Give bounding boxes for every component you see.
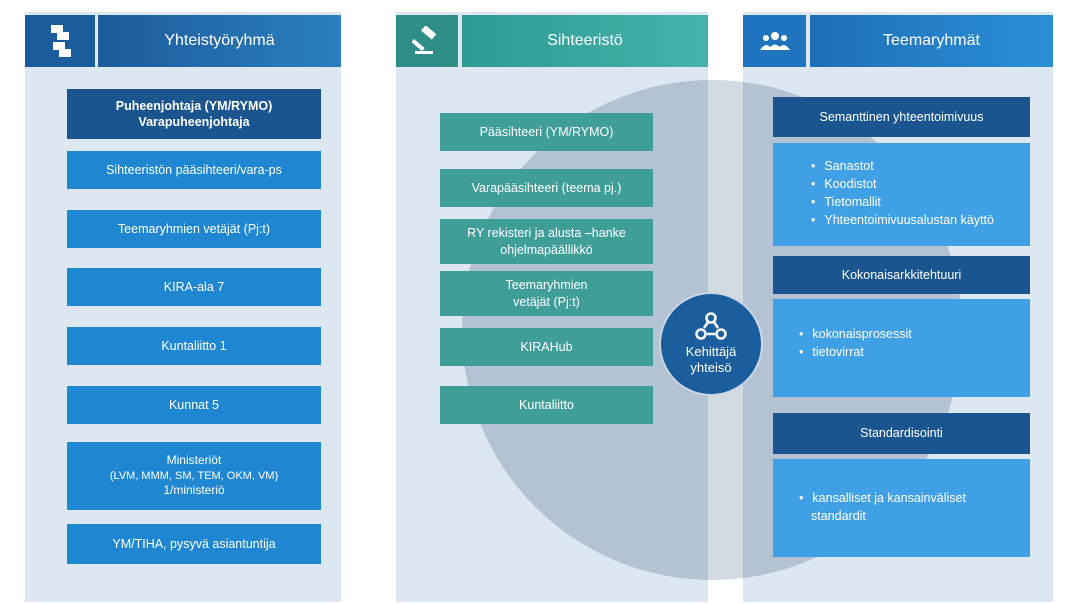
mid-box-varapaasihteeri: Varapääsihteeri (teema pj.) [440, 169, 653, 207]
teemaryhmat-title: Teemaryhmät [883, 32, 980, 49]
mid-box-paasihteeri: Pääsihteeri (YM/RYMO) [440, 113, 653, 151]
puzzle-icon [51, 25, 71, 57]
mid-box-line: vetäjät (Pj:t) [513, 294, 580, 309]
list-item: Koodistot [811, 175, 1020, 193]
mid-box-line: Varapääsihteeri (teema pj.) [471, 180, 622, 195]
mid-box-line: Teemaryhmien [505, 278, 588, 293]
left-box-line: Varapuheenjohtaja [138, 115, 250, 129]
middle-header-icon-box [396, 15, 458, 67]
bullet-list: kansalliset ja kansainväliset standardit [787, 489, 1018, 525]
left-box-line: YM/TIHA, pysyvä asiantuntija [112, 536, 276, 551]
list-item: kokonaisprosessit [799, 325, 1020, 343]
left-box-teemaryhmien-vetajat: Teemaryhmien vetäjät (Pj:t) [67, 210, 321, 248]
group-icon [759, 32, 790, 50]
left-box-line: Puheenjohtaja (YM/RYMO) [115, 98, 273, 113]
left-box-line: 1/ministeriö [163, 483, 225, 498]
left-box-sihteeriston-paasihteeri: Sihteeristön pääsihteeri/vara-ps [67, 151, 321, 189]
right-heading-semanttinen: Semanttinen yhteentoimivuus [773, 97, 1030, 137]
right-header-title: Teemaryhmät [810, 15, 1053, 67]
mid-box-line: KIRAHub [520, 339, 573, 354]
list-item: kansalliset ja kansainväliset standardit [799, 489, 1018, 525]
right-list-semanttinen: Sanastot Koodistot Tietomallit Yhteentoi… [773, 143, 1030, 246]
center-line: yhteisö [690, 360, 732, 375]
left-box-line: Kunnat 5 [168, 397, 220, 412]
right-heading-text: Kokonaisarkkitehtuuri [841, 267, 962, 282]
left-box-line: KIRA-ala 7 [163, 279, 225, 294]
sihteeristo-title: Sihteeristö [547, 32, 623, 49]
left-box-line: Kuntaliitto 1 [161, 338, 227, 353]
network-people-icon [695, 312, 727, 340]
left-box-kuntaliitto: Kuntaliitto 1 [67, 327, 321, 365]
right-heading-kokonaisarkkitehtuuri: Kokonaisarkkitehtuuri [773, 256, 1030, 294]
left-box-ministeriot: Ministeriöt(LVM, MMM, SM, TEM, OKM, VM)1… [67, 442, 321, 510]
middle-header-title: Sihteeristö [462, 15, 708, 67]
yhteistyoryhma-title: Yhteistyöryhmä [164, 32, 275, 49]
mid-box-kuntaliitto: Kuntaliitto [440, 386, 653, 424]
bullet-list: kokonaisprosessit tietovirrat [787, 325, 1020, 361]
left-box-line: Sihteeristön pääsihteeri/vara-ps [106, 162, 282, 177]
left-header-icon-box [25, 15, 95, 67]
right-header-icon-box [743, 15, 806, 67]
left-box-kira-ala: KIRA-ala 7 [67, 268, 321, 306]
right-heading-standardisointi: Standardisointi [773, 413, 1030, 454]
right-heading-text: Standardisointi [860, 426, 943, 441]
mid-box-line: Kuntaliitto [519, 397, 574, 412]
center-line: Kehittäjä [685, 343, 737, 359]
list-item: Sanastot [811, 157, 1020, 175]
left-box-kunnat: Kunnat 5 [67, 386, 321, 424]
mid-box-line: ohjelmapäällikkö [500, 242, 593, 257]
left-box-line: (LVM, MMM, SM, TEM, OKM, VM) [109, 469, 279, 482]
list-item: Tietomallit [811, 193, 1020, 211]
list-item: Yhteentoimivuusalustan käyttö [811, 211, 1020, 229]
list-item: tietovirrat [799, 343, 1020, 361]
left-box-line: Teemaryhmien vetäjät (Pj:t) [117, 221, 271, 236]
left-header-title: Yhteistyöryhmä [98, 15, 341, 67]
kehittaja-yhteiso-circle: Kehittäjä yhteisö [659, 292, 763, 396]
left-box-ym-tiha: YM/TIHA, pysyvä asiantuntija [67, 524, 321, 564]
mid-box-kirahub: KIRAHub [440, 328, 653, 366]
right-list-standardisointi: kansalliset ja kansainväliset standardit [773, 459, 1030, 557]
mid-box-line: Pääsihteeri (YM/RYMO) [479, 124, 614, 139]
right-list-kokonaisarkkitehtuuri: kokonaisprosessit tietovirrat [773, 299, 1030, 397]
bullet-list: Sanastot Koodistot Tietomallit Yhteentoi… [793, 157, 1020, 230]
gavel-icon [412, 26, 437, 54]
left-box-line: Ministeriöt [166, 453, 222, 468]
left-box-puheenjohtaja: Puheenjohtaja (YM/RYMO) Varapuheenjohtaja [67, 89, 321, 139]
right-heading-text: Semanttinen yhteentoimivuus [819, 109, 984, 124]
mid-box-line: RY rekisteri ja alusta –hanke [467, 226, 626, 241]
